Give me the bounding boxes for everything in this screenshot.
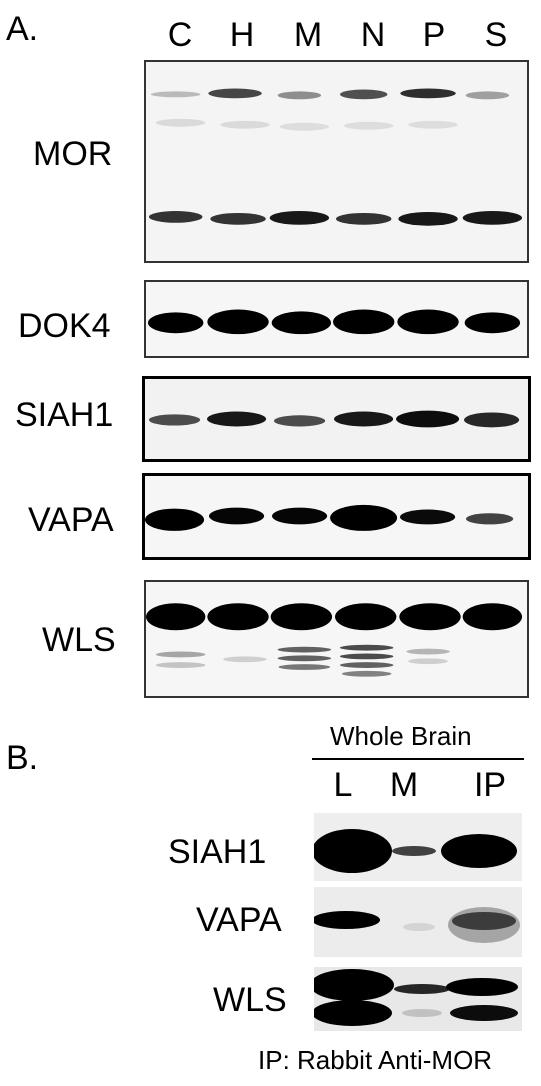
blot-vapa [142, 473, 531, 560]
blot-b-label-siah1: SIAH1 [168, 833, 267, 871]
blot-mor [144, 60, 529, 263]
blot-label-mor: MOR [33, 135, 113, 173]
blot-wls [144, 580, 529, 698]
panel-b-label: B. [6, 739, 39, 777]
blot-label-siah1: SIAH1 [15, 396, 114, 434]
lane-label-m: M [293, 16, 323, 54]
lane-label-l: L [333, 766, 353, 804]
caption-ip: IP: Rabbit Anti-MOR [258, 1045, 493, 1075]
blot-b-label-vapa: VAPA [196, 901, 282, 939]
panel-a-label: A. [6, 10, 39, 48]
blot-wls-bands [146, 582, 527, 696]
blot-b-wls-bands [314, 967, 522, 1031]
blot-label-vapa: VAPA [28, 501, 114, 539]
blot-b-label-wls: WLS [213, 981, 287, 1019]
lane-label-n: N [360, 16, 386, 54]
blot-b-siah1-bands [314, 813, 522, 881]
group-label-whole-brain: Whole Brain [330, 721, 472, 751]
blot-siah1-bands [145, 379, 528, 459]
group-bracket-line [312, 758, 524, 760]
blot-mor-bands [146, 62, 527, 261]
blot-label-wls: WLS [42, 621, 116, 659]
blot-dok4 [144, 280, 529, 358]
blot-b-vapa [314, 887, 522, 957]
blot-vapa-bands [145, 476, 528, 557]
blot-label-dok4: DOK4 [18, 307, 111, 345]
blot-b-siah1 [314, 813, 522, 881]
lane-label-ip: IP [473, 766, 507, 804]
lane-label-c: C [167, 16, 193, 54]
lane-label-h: H [229, 16, 255, 54]
blot-b-wls [314, 967, 522, 1031]
lane-label-m-b: M [389, 766, 419, 804]
blot-siah1 [142, 376, 531, 462]
blot-dok4-bands [146, 282, 527, 356]
lane-label-p: P [422, 16, 446, 54]
blot-b-vapa-bands [314, 887, 522, 957]
lane-label-s: S [484, 16, 508, 54]
